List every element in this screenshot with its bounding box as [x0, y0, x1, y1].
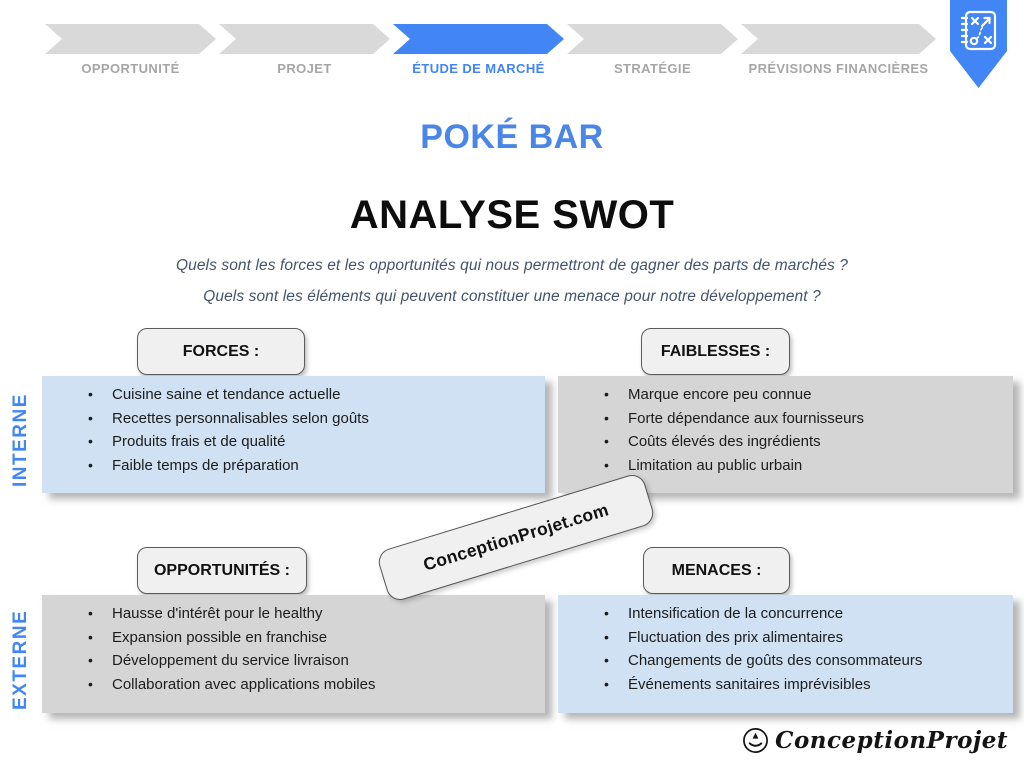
page-subtitle: ANALYSE SWOT: [349, 193, 675, 237]
list-item-text: Recettes personnalisables selon goûts: [112, 409, 369, 427]
bullet-icon: •: [88, 433, 93, 449]
menaces-panel: • Intensification de la concurrence • Fluc…: [558, 595, 1013, 713]
chevron-shape: [45, 24, 216, 54]
list-item: • Produits frais et de qualité: [88, 430, 545, 454]
bookmark-badge: [950, 0, 1007, 88]
list-item: • Événements sanitaires imprévisibles: [604, 673, 1013, 697]
footer-logo-text: ConceptionProjet: [775, 727, 1008, 754]
bullet-icon: •: [604, 456, 609, 473]
bullet-icon: •: [604, 386, 609, 402]
nav-step-strategie[interactable]: STRATÉGIE: [567, 24, 738, 76]
list-item: • Cuisine saine et tendance actuelle: [88, 383, 545, 407]
bullet-icon: •: [88, 386, 93, 402]
faiblesses-panel: • Marque encore peu connue • Forte dépenda…: [558, 376, 1013, 493]
bullet-icon: •: [604, 605, 609, 621]
list-item-text: Intensification de la concurrence: [628, 605, 844, 622]
list-item-text: Collaboration avec applications mobiles: [112, 675, 376, 693]
nav-step-label: STRATÉGIE: [613, 61, 692, 76]
list-item: • Développement du service livraison: [88, 649, 545, 673]
opportunites-list: • Hausse d'intérêt pour le healthy • Expan…: [42, 595, 545, 696]
bullet-icon: •: [88, 409, 93, 426]
list-item-text: Événements sanitaires imprévisibles: [628, 675, 871, 693]
bullet-icon: •: [604, 433, 609, 449]
forces-header: FORCES :: [137, 328, 305, 375]
bullet-icon: •: [604, 652, 609, 668]
list-item-text: Hausse d'intérêt pour le healthy: [112, 605, 323, 622]
list-item-text: Faible temps de préparation: [112, 456, 299, 474]
menaces-header: MENACES :: [643, 547, 790, 594]
bullet-icon: •: [88, 675, 93, 692]
axis-label-interne: INTERNE: [10, 393, 31, 487]
chevron-shape: [219, 24, 390, 54]
list-item: • Expansion possible en franchise: [88, 626, 545, 650]
page-title: POKÉ BAR: [420, 118, 604, 156]
forces-list: • Cuisine saine et tendance actuelle • Rec…: [42, 376, 545, 477]
list-item: • Recettes personnalisables selon goûts: [88, 407, 545, 431]
list-item-text: Marque encore peu connue: [628, 386, 812, 403]
opportunites-header: OPPORTUNITÉS :: [137, 547, 307, 594]
chevron-shape: [567, 24, 738, 54]
list-item: • Fluctuation des prix alimentaires: [604, 626, 1013, 650]
list-item: • Limitation au public urbain: [604, 454, 1013, 478]
bullet-icon: •: [604, 628, 609, 645]
faiblesses-header: FAIBLESSES :: [641, 328, 790, 375]
process-nav: OPPORTUNITÉ PROJET ÉTUDE DE MARCHÉ STRAT…: [45, 24, 936, 76]
list-item-text: Changements de goûts des consommateurs: [628, 652, 923, 669]
bullet-icon: •: [604, 409, 609, 426]
hand-rocket-logo-icon: [743, 728, 769, 753]
question-2: Quels sont les éléments qui peuvent cons…: [203, 288, 821, 305]
list-item: • Coûts élevés des ingrédients: [604, 430, 1013, 454]
list-item-text: Produits frais et de qualité: [112, 433, 286, 450]
opportunites-panel: • Hausse d'intérêt pour le healthy • Expan…: [42, 595, 545, 713]
list-item: • Collaboration avec applications mobiles: [88, 673, 545, 697]
bullet-icon: •: [88, 456, 93, 473]
nav-step-opportunite[interactable]: OPPORTUNITÉ: [45, 24, 216, 76]
list-item-text: Expansion possible en franchise: [112, 628, 328, 646]
axis-label-externe: EXTERNE: [10, 609, 31, 711]
list-item: • Forte dépendance aux fournisseurs: [604, 407, 1013, 431]
intro-questions: Quels sont les forces et les opportunité…: [0, 257, 1024, 319]
chevron-shape: [741, 24, 936, 54]
bullet-icon: •: [88, 652, 93, 668]
menaces-list: • Intensification de la concurrence • Fluc…: [558, 595, 1013, 696]
nav-step-label: ÉTUDE DE MARCHÉ: [412, 61, 545, 76]
bullet-icon: •: [88, 605, 93, 621]
strategy-plan-icon: [960, 10, 996, 51]
nav-step-etude-de-marche[interactable]: ÉTUDE DE MARCHÉ: [393, 24, 564, 76]
bullet-icon: •: [604, 675, 609, 692]
list-item: • Intensification de la concurrence: [604, 602, 1013, 626]
forces-panel: • Cuisine saine et tendance actuelle • Rec…: [42, 376, 545, 493]
footer-logo: ConceptionProjet: [742, 727, 1008, 754]
list-item: • Hausse d'intérêt pour le healthy: [88, 602, 545, 626]
list-item-text: Limitation au public urbain: [628, 456, 803, 474]
list-item-text: Coûts élevés des ingrédients: [628, 433, 821, 450]
nav-step-label: PRÉVISIONS FINANCIÈRES: [748, 61, 929, 76]
nav-step-previsions-financieres[interactable]: PRÉVISIONS FINANCIÈRES: [741, 24, 936, 76]
nav-step-label: OPPORTUNITÉ: [81, 61, 180, 76]
chevron-shape: [393, 24, 564, 54]
list-item-text: Forte dépendance aux fournisseurs: [628, 409, 864, 427]
list-item: • Marque encore peu connue: [604, 383, 1013, 407]
bullet-icon: •: [88, 628, 93, 645]
nav-step-label: PROJET: [277, 61, 332, 76]
faiblesses-list: • Marque encore peu connue • Forte dépenda…: [558, 376, 1013, 477]
list-item-text: Développement du service livraison: [112, 652, 349, 669]
list-item-text: Fluctuation des prix alimentaires: [628, 628, 844, 646]
list-item: • Faible temps de préparation: [88, 454, 545, 478]
question-1: Quels sont les forces et les opportunité…: [175, 257, 849, 274]
nav-step-projet[interactable]: PROJET: [219, 24, 390, 76]
list-item-text: Cuisine saine et tendance actuelle: [112, 386, 341, 403]
list-item: • Changements de goûts des consommateurs: [604, 649, 1013, 673]
